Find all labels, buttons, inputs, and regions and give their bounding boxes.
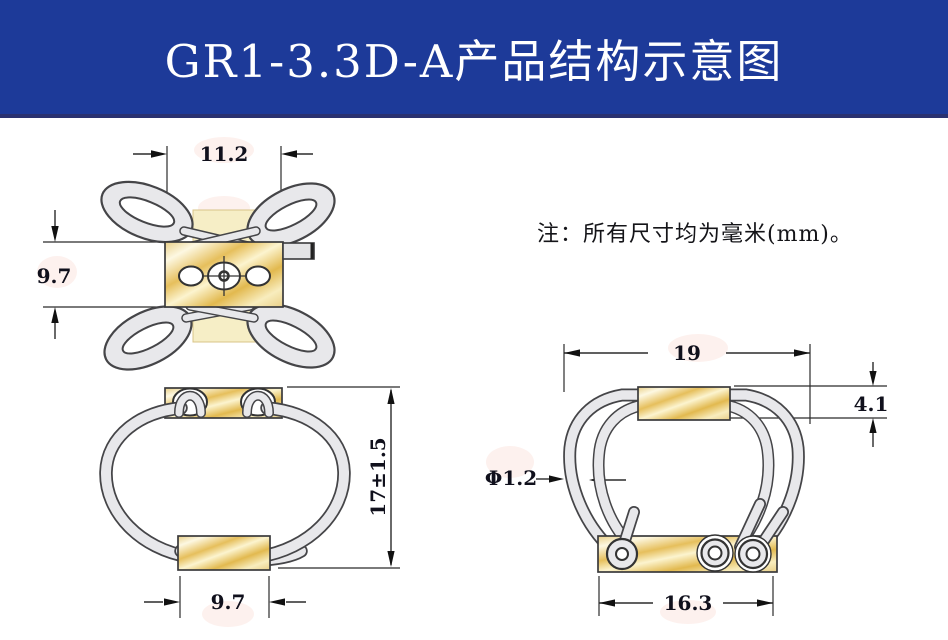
wire-end-middle <box>696 534 734 572</box>
dim-label-side-base-width: 16.3 <box>664 591 713 615</box>
wire-end-left <box>605 537 639 571</box>
top-view: 11.2 9.7 <box>37 142 336 371</box>
dim-side-overall-width: 19 <box>563 341 811 424</box>
title-banner: GR1-3.3D-A产品结构示意图 <box>0 0 948 118</box>
right-hole <box>245 265 271 287</box>
side-tab <box>282 242 315 260</box>
side-top-bar <box>637 386 731 421</box>
wire-loop-bottom-right <box>246 303 336 369</box>
dim-label-side-overall-width: 19 <box>673 341 701 365</box>
dim-top-height: 9.7 <box>37 210 162 339</box>
dim-label-side-bar-height: 4.1 <box>854 392 889 416</box>
wire-end-right <box>734 535 772 573</box>
front-view: 17±1.5 9.7 <box>99 386 400 618</box>
front-bottom-bar <box>177 535 271 571</box>
center-hole-crosshair <box>202 256 246 296</box>
dim-front-base-width: 9.7 <box>144 576 306 618</box>
dim-label-front-base-width: 9.7 <box>211 590 246 614</box>
dim-label-top-width: 11.2 <box>200 142 249 166</box>
dim-label-front-height: 17±1.5 <box>366 437 390 516</box>
dim-wire-diameter: Φ1.2 <box>485 466 626 490</box>
page-title: GR1-3.3D-A产品结构示意图 <box>164 34 784 88</box>
wire-loop-top-left <box>100 180 194 244</box>
left-hole <box>178 265 204 287</box>
dim-label-top-height: 9.7 <box>37 264 72 288</box>
side-view: 19 4.1 Φ1.2 16.3 <box>485 341 888 616</box>
dim-label-wire-diameter: Φ1.2 <box>485 466 537 490</box>
dim-front-height: 17±1.5 <box>278 386 400 569</box>
dim-side-bar-height: 4.1 <box>730 362 888 447</box>
dim-side-base-width: 16.3 <box>598 576 774 616</box>
units-note: 注：所有尺寸均为毫米(mm)。 <box>537 222 853 247</box>
